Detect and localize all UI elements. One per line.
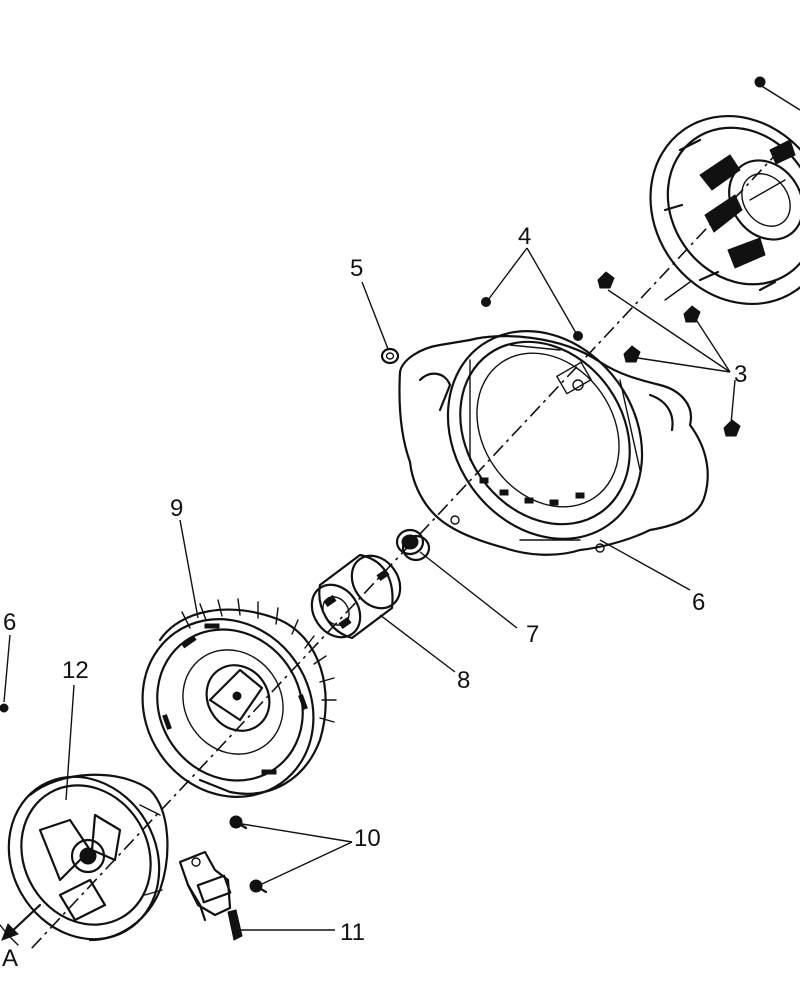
callout-9: 9 (170, 495, 183, 522)
screw-top-right (754, 76, 800, 111)
leader-lines (3, 247, 736, 931)
flywheel-part-9 (141, 598, 337, 798)
callout-11: 11 (340, 919, 365, 946)
callout-8: 8 (457, 667, 470, 694)
nut-part-5 (380, 347, 400, 365)
bolt-part-3-a (597, 271, 615, 289)
callout-a: A (2, 945, 18, 972)
callout-6-right: 6 (692, 589, 705, 616)
screw-part-4-right (573, 331, 583, 341)
direction-arrow-a (0, 903, 42, 946)
callout-5: 5 (350, 255, 363, 282)
screw-left-edge (0, 703, 9, 713)
screw-part-10-upper (229, 815, 248, 830)
bolt-part-3-b (683, 305, 701, 323)
screw-part-10-lower (249, 879, 268, 894)
callout-10: 10 (354, 825, 381, 852)
callout-7: 7 (526, 621, 539, 648)
callout-3: 3 (734, 361, 747, 388)
clutch-cup-part-8 (310, 553, 402, 640)
callout-4: 4 (518, 223, 531, 250)
callout-6-left: 6 (3, 609, 16, 636)
bolt-part-3-d (723, 419, 741, 437)
assembly-axis-line (29, 149, 781, 951)
washer-part-7 (395, 528, 431, 562)
end-cover-part (649, 114, 800, 306)
ignition-module-part-11 (178, 850, 243, 941)
bolt-part-3-c (623, 345, 641, 363)
callout-12: 12 (62, 657, 89, 684)
fan-housing-part (398, 330, 709, 556)
starter-pulley-part-12 (7, 773, 169, 942)
